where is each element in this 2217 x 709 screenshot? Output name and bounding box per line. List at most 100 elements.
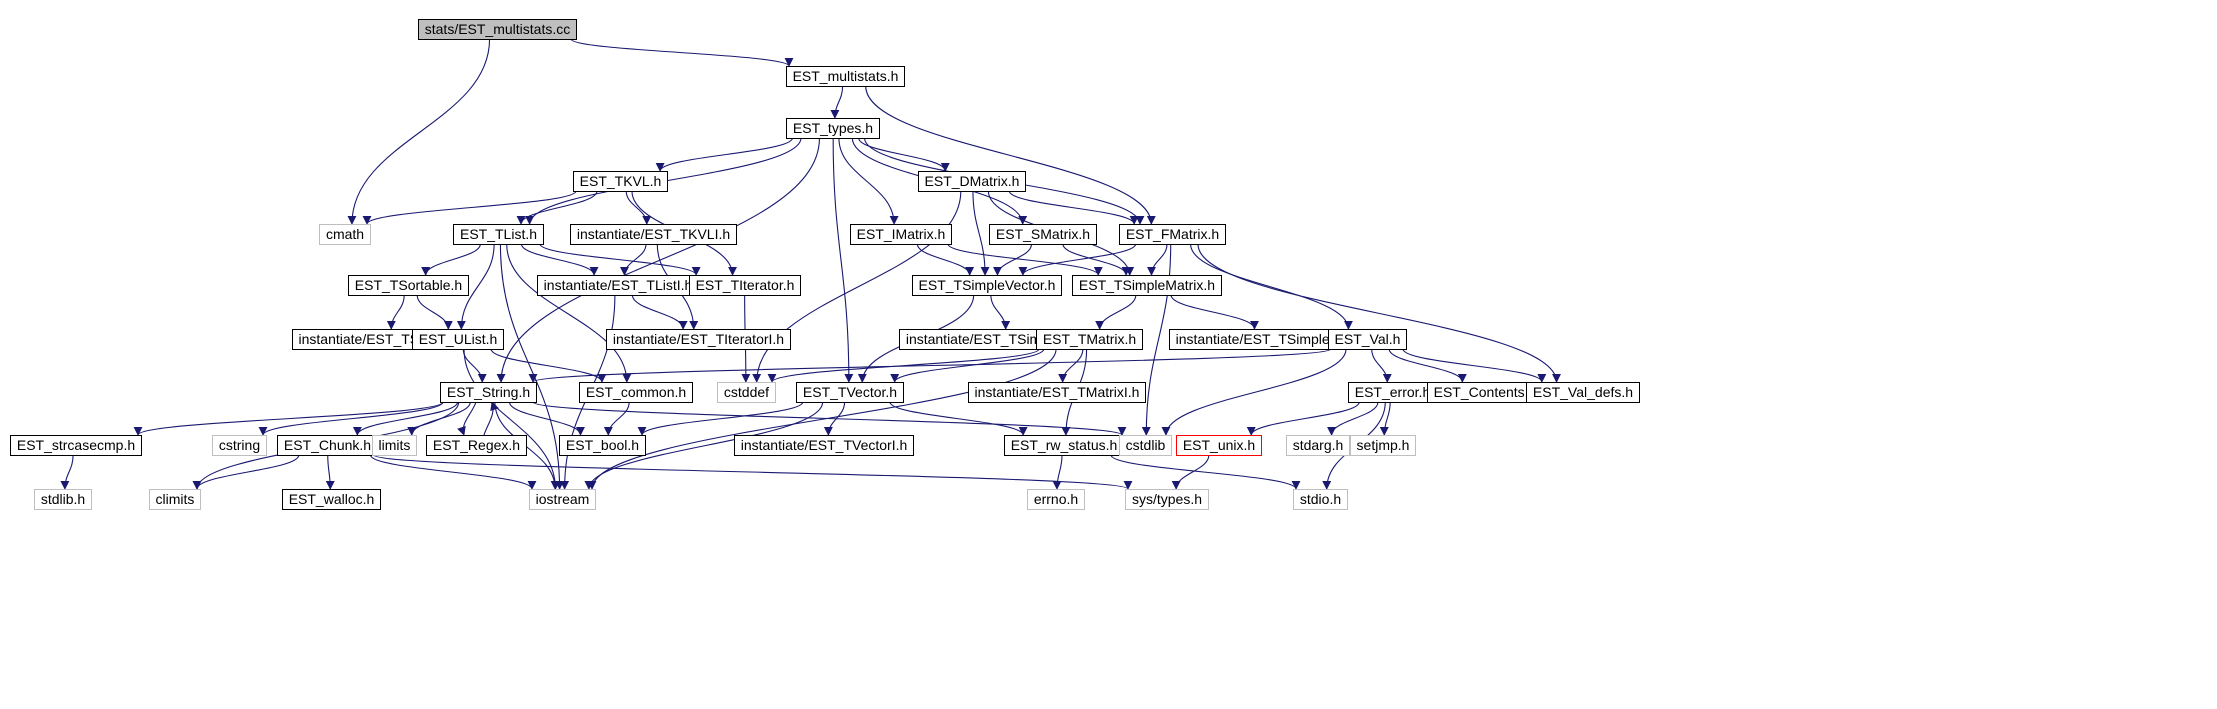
node-contents[interactable]: EST_Contents.h bbox=[1427, 382, 1543, 403]
node-fmatrix[interactable]: EST_FMatrix.h bbox=[1119, 224, 1226, 245]
node-val-box bbox=[1328, 329, 1407, 350]
node-error[interactable]: EST_error.h bbox=[1348, 382, 1437, 403]
node-tkvl[interactable]: EST_TKVL.h bbox=[573, 171, 668, 192]
edge-string-to-bool bbox=[508, 401, 585, 436]
node-string[interactable]: EST_String.h bbox=[440, 382, 537, 403]
edge-imatrix-to-tsimplevector bbox=[916, 243, 975, 276]
node-regex-label: EST_Regex.h bbox=[433, 437, 520, 453]
edge-smatrix-to-tsimplematrix bbox=[1062, 243, 1131, 276]
node-cstdlib: cstdlib bbox=[1119, 435, 1172, 456]
node-errno: errno.h bbox=[1027, 489, 1085, 510]
node-tmatrixi[interactable]: instantiate/EST_TMatrixI.h bbox=[968, 382, 1146, 403]
node-val-label: EST_Val.h bbox=[1335, 331, 1401, 347]
edge-fmatrix-to-valdefs bbox=[1197, 243, 1561, 383]
node-error-label: EST_error.h bbox=[1355, 384, 1430, 400]
edge-ulist-to-common bbox=[490, 348, 607, 383]
edge-tsortable-to-tsortablei bbox=[386, 294, 405, 330]
node-tmatrix-label: EST_TMatrix.h bbox=[1043, 331, 1136, 347]
node-tvector-box bbox=[796, 382, 904, 403]
node-regex-box bbox=[426, 435, 527, 456]
node-tkvl-box bbox=[573, 171, 668, 192]
node-bool[interactable]: EST_bool.h bbox=[559, 435, 646, 456]
nodes-layer: stats/EST_multistats.ccEST_multistats.hE… bbox=[10, 19, 1640, 510]
node-tsimplematrix-box bbox=[1072, 275, 1222, 296]
node-walloc-label: EST_walloc.h bbox=[289, 491, 375, 507]
node-tmatrix[interactable]: EST_TMatrix.h bbox=[1036, 329, 1143, 350]
node-tvectori[interactable]: instantiate/EST_TVectorI.h bbox=[734, 435, 914, 456]
node-valdefs-label: EST_Val_defs.h bbox=[1533, 384, 1633, 400]
node-bool-box bbox=[559, 435, 646, 456]
node-systypes-label: sys/types.h bbox=[1132, 491, 1202, 507]
edge-tlist-to-tsortable bbox=[421, 243, 481, 276]
node-bool-label: EST_bool.h bbox=[566, 437, 639, 453]
node-tsortable[interactable]: EST_TSortable.h bbox=[348, 275, 469, 296]
node-fmatrix-label: EST_FMatrix.h bbox=[1126, 226, 1219, 242]
node-stdlibh-box bbox=[34, 489, 92, 510]
edge-chunk-to-iostream bbox=[369, 454, 537, 490]
node-ulist[interactable]: EST_UList.h bbox=[412, 329, 504, 350]
node-string-label: EST_String.h bbox=[447, 384, 530, 400]
node-unix-box bbox=[1176, 435, 1262, 456]
node-limits-label: limits bbox=[379, 437, 411, 453]
node-strcasecmp-label: EST_strcasecmp.h bbox=[17, 437, 135, 453]
node-titeratori[interactable]: instantiate/EST_TIteratorI.h bbox=[606, 329, 791, 350]
node-stdarg-box bbox=[1286, 435, 1350, 456]
edge-imatrix-to-tsimplematrix bbox=[947, 243, 1103, 276]
node-tsimplematrix[interactable]: EST_TSimpleMatrix.h bbox=[1072, 275, 1222, 296]
edge-tmatrix-to-tmatrixi bbox=[1058, 348, 1084, 383]
node-multistats[interactable]: EST_multistats.h bbox=[786, 66, 905, 87]
edge-val-to-string bbox=[528, 348, 1332, 383]
node-smatrix[interactable]: EST_SMatrix.h bbox=[989, 224, 1097, 245]
node-tkvli-label: instantiate/EST_TKVLI.h bbox=[577, 226, 730, 242]
edge-error-to-stdarg bbox=[1327, 401, 1379, 436]
node-strcasecmp[interactable]: EST_strcasecmp.h bbox=[10, 435, 142, 456]
node-tvector[interactable]: EST_TVector.h bbox=[796, 382, 904, 403]
node-walloc[interactable]: EST_walloc.h bbox=[282, 489, 381, 510]
edge-error-to-setjmp bbox=[1379, 401, 1391, 436]
node-titerator[interactable]: EST_TIterator.h bbox=[689, 275, 801, 296]
edge-chunk-to-walloc bbox=[325, 454, 335, 490]
edge-tkvli-to-tlisti bbox=[619, 243, 647, 276]
node-fmatrix-box bbox=[1119, 224, 1226, 245]
node-cstddef-box bbox=[717, 382, 776, 403]
node-errno-box bbox=[1027, 489, 1085, 510]
node-ulist-box bbox=[412, 329, 504, 350]
node-tlisti[interactable]: instantiate/EST_TListI.h bbox=[537, 275, 699, 296]
edge-dmatrix-to-fmatrix bbox=[1008, 190, 1139, 225]
node-tkvli[interactable]: instantiate/EST_TKVLI.h bbox=[570, 224, 737, 245]
node-multistats-box bbox=[786, 66, 905, 87]
node-chunk[interactable]: EST_Chunk.h bbox=[277, 435, 378, 456]
node-imatrix-label: EST_IMatrix.h bbox=[857, 226, 946, 242]
edge-dmatrix-to-cstddef bbox=[752, 190, 962, 383]
node-valdefs[interactable]: EST_Val_defs.h bbox=[1526, 382, 1640, 403]
node-rwstatus[interactable]: EST_rw_status.h bbox=[1004, 435, 1124, 456]
edge-val-to-contents bbox=[1388, 348, 1467, 383]
node-dmatrix-label: EST_DMatrix.h bbox=[925, 173, 1020, 189]
edge-tvector-to-bool bbox=[637, 401, 804, 436]
node-stdio-box bbox=[1293, 489, 1348, 510]
node-types-box bbox=[786, 118, 880, 139]
edge-rwstatus-to-stdio bbox=[1110, 454, 1301, 490]
node-root[interactable]: stats/EST_multistats.cc bbox=[418, 19, 577, 40]
node-tlist[interactable]: EST_TList.h bbox=[453, 224, 544, 245]
node-walloc-box bbox=[282, 489, 381, 510]
node-limits: limits bbox=[372, 435, 417, 456]
node-types-label: EST_types.h bbox=[793, 120, 873, 136]
node-types[interactable]: EST_types.h bbox=[786, 118, 880, 139]
node-unix[interactable]: EST_unix.h bbox=[1176, 435, 1262, 456]
node-imatrix[interactable]: EST_IMatrix.h bbox=[850, 224, 952, 245]
node-tmatrixi-box bbox=[968, 382, 1146, 403]
node-common[interactable]: EST_common.h bbox=[579, 382, 693, 403]
node-tsimplevector-label: EST_TSimpleVector.h bbox=[919, 277, 1056, 293]
node-dmatrix[interactable]: EST_DMatrix.h bbox=[918, 171, 1026, 192]
edge-fmatrix-to-tsimplevector bbox=[1018, 243, 1137, 276]
edge-tmatrix-to-iostream bbox=[587, 348, 1057, 490]
node-regex[interactable]: EST_Regex.h bbox=[426, 435, 527, 456]
node-tsortable-label: EST_TSortable.h bbox=[355, 277, 462, 293]
edge-types-to-tkvl bbox=[655, 137, 793, 172]
edge-fmatrix-to-val bbox=[1190, 243, 1353, 330]
edge-multistats-to-types bbox=[830, 85, 844, 119]
node-tsimplevector[interactable]: EST_TSimpleVector.h bbox=[912, 275, 1062, 296]
node-val[interactable]: EST_Val.h bbox=[1328, 329, 1407, 350]
node-tvectori-label: instantiate/EST_TVectorI.h bbox=[741, 437, 908, 453]
